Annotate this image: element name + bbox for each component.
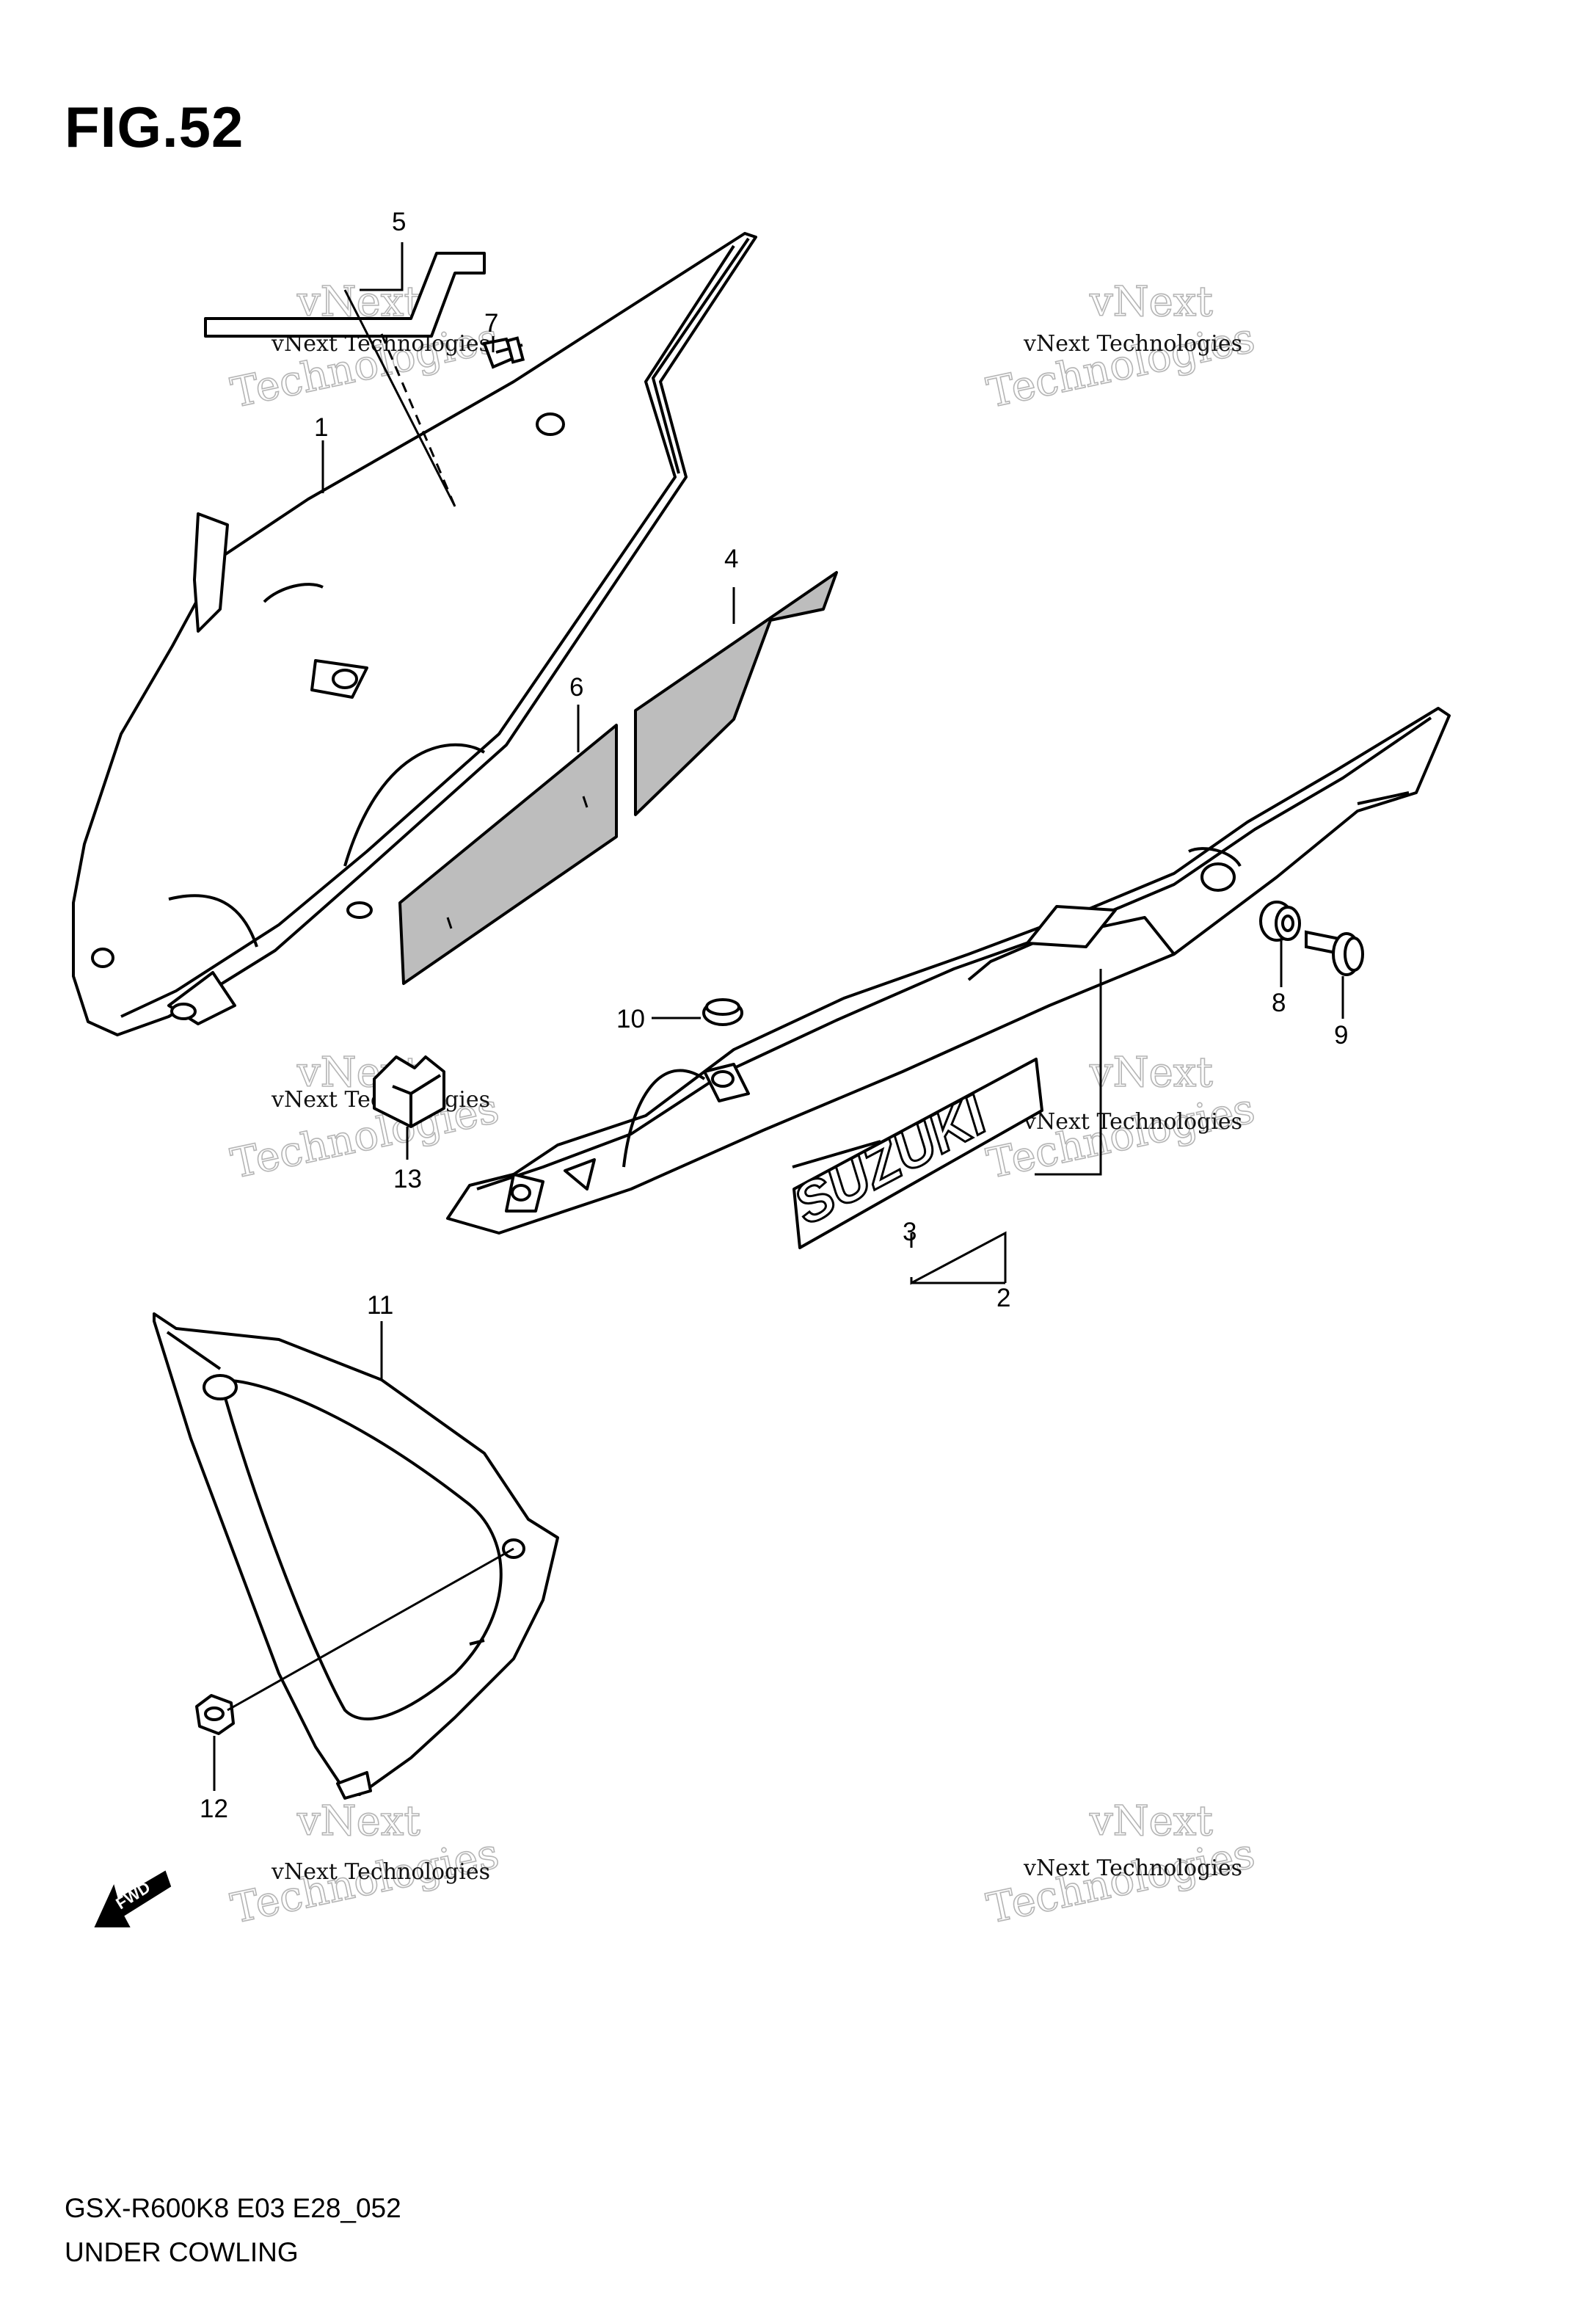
- part-10-grommet: [702, 998, 743, 1026]
- watermark-outline-text: Technologies: [983, 1830, 1258, 1933]
- part-13-clip-nut: [373, 1055, 445, 1128]
- assembly-line: [380, 333, 456, 507]
- leader-lines: [213, 242, 1344, 1791]
- watermark-middle-left: vNext Technologies vNext Technologies: [227, 1048, 504, 1188]
- part-2-side-under-cowling: [446, 707, 1451, 1235]
- part-1-front-under-cowling: [72, 232, 757, 1036]
- callout-7: 7: [484, 309, 498, 338]
- watermark-small-text: vNext: [1089, 1049, 1213, 1097]
- callout-3: 3: [903, 1218, 917, 1246]
- part-8-grommet: [1259, 901, 1301, 942]
- fwd-arrow-icon: FWD: [94, 1870, 172, 1927]
- watermark-label: vNext Technologies: [1023, 331, 1242, 357]
- part-4-decal: [634, 571, 838, 816]
- section-name: UNDER COWLING: [65, 2237, 299, 2267]
- watermark-small-text: vNext: [1089, 1797, 1213, 1845]
- watermark-bottom-left: vNext Technologies vNext Technologies: [227, 1797, 504, 1933]
- watermark-top-left: vNext Technologies vNext Technologies: [227, 277, 504, 418]
- assembly-line: [343, 289, 456, 507]
- callout-10: 10: [616, 1005, 645, 1033]
- callout-5: 5: [392, 208, 406, 236]
- callout-13: 13: [393, 1165, 422, 1193]
- watermark-outline-text: Technologies: [983, 314, 1258, 418]
- watermark-small-text: vNext: [296, 1797, 420, 1845]
- watermark-label: vNext Technologies: [1023, 1109, 1242, 1135]
- callout-12: 12: [200, 1795, 228, 1823]
- callout-1: 1: [314, 413, 328, 442]
- callout-4: 4: [724, 545, 738, 573]
- watermark-top-right: vNext Technologies vNext Technologies: [983, 277, 1260, 418]
- callout-8: 8: [1272, 989, 1286, 1017]
- callout-9: 9: [1334, 1021, 1348, 1050]
- assembly-line: [227, 1547, 514, 1712]
- figure-title: FIG.52: [65, 95, 244, 159]
- watermark-bottom-right: vNext Technologies vNext Technologies: [983, 1797, 1260, 1933]
- callout-6: 6: [569, 673, 583, 702]
- watermark-label: vNext Technologies: [1023, 1855, 1242, 1881]
- callout-2: 2: [996, 1284, 1010, 1312]
- part-9-bolt: [1305, 930, 1364, 976]
- part-11-inner-cover: [153, 1312, 559, 1800]
- part-12-screw: [195, 1694, 235, 1735]
- watermark-label: vNext Technologies: [271, 1859, 490, 1885]
- callout-11: 11: [367, 1291, 393, 1320]
- model-code: GSX-R600K8 E03 E28_052: [65, 2193, 401, 2223]
- part-7-screw: [482, 336, 525, 369]
- part-6-decal: [398, 724, 618, 985]
- watermark-small-text: vNext: [1089, 278, 1213, 326]
- part-5-bracket: [204, 252, 486, 338]
